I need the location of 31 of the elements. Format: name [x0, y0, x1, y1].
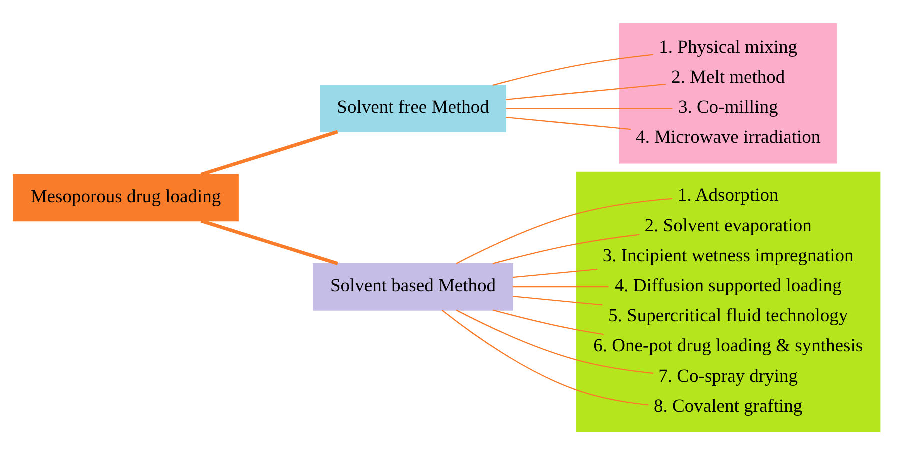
node-text: 3. Co-milling [678, 96, 778, 118]
node-text: 4. Diffusion supported loading [614, 274, 842, 296]
connector [200, 130, 338, 176]
node-text: 8. Covalent grafting [654, 395, 802, 416]
node-text: 5. Supercritical fluid technology [608, 305, 848, 326]
connector [200, 218, 338, 265]
connector [456, 309, 654, 374]
connector [492, 54, 653, 86]
node-text: 1. Physical mixing [658, 36, 798, 58]
connector [512, 268, 598, 278]
connector [512, 295, 602, 306]
cluster [618, 23, 837, 164]
connector [506, 108, 672, 109]
node-text: 6. One-pot drug loading & synthesis [593, 335, 863, 356]
connector [492, 309, 604, 335]
connector [506, 83, 666, 100]
node-text: 2. Melt method [671, 66, 785, 88]
node-text: 7. Co-spray drying [658, 365, 798, 386]
connector [456, 198, 672, 264]
connector [441, 309, 648, 406]
cluster [576, 171, 880, 432]
node-box: Mesoporous drug loading [12, 174, 238, 222]
node-text: 1. Adsorption [677, 184, 778, 206]
node-box: Solvent free Method [320, 84, 506, 132]
node-box: Solvent based Method [312, 262, 513, 310]
connector [492, 234, 640, 264]
node-text: 4. Microwave irradiation [636, 126, 820, 148]
node-text: 2. Solvent evaporation [644, 214, 812, 236]
node-text: 3. Incipient wetness impregnation [602, 244, 854, 266]
connector [512, 286, 608, 288]
connector [506, 116, 631, 130]
